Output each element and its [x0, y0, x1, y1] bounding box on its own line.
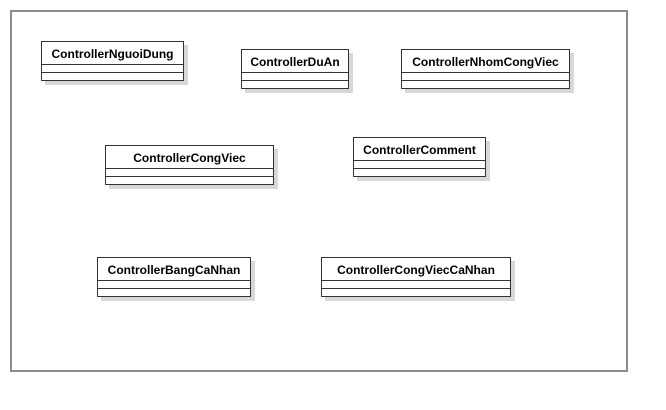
class-name: ControllerBangCaNhan: [98, 258, 250, 281]
class-controller-nhom-cong-viec[interactable]: ControllerNhomCongViec: [401, 49, 570, 89]
class-attributes-section: [402, 73, 569, 81]
class-name: ControllerComment: [354, 138, 485, 161]
class-methods-section: [98, 289, 250, 296]
class-name: ControllerNhomCongViec: [402, 50, 569, 73]
class-name: ControllerCongViec: [106, 146, 273, 169]
class-attributes-section: [242, 73, 348, 81]
class-controller-cong-viec-ca-nhan[interactable]: ControllerCongViecCaNhan: [321, 257, 511, 297]
class-methods-section: [354, 169, 485, 176]
class-attributes-section: [354, 161, 485, 169]
class-controller-nguoi-dung[interactable]: ControllerNguoiDung: [41, 41, 184, 81]
class-attributes-section: [106, 169, 273, 177]
class-name: ControllerDuAn: [242, 50, 348, 73]
class-name: ControllerCongViecCaNhan: [322, 258, 510, 281]
class-attributes-section: [322, 281, 510, 289]
class-attributes-section: [98, 281, 250, 289]
class-controller-comment[interactable]: ControllerComment: [353, 137, 486, 177]
class-methods-section: [402, 81, 569, 88]
class-attributes-section: [42, 65, 183, 73]
class-controller-cong-viec[interactable]: ControllerCongViec: [105, 145, 274, 185]
class-methods-section: [322, 289, 510, 296]
class-name: ControllerNguoiDung: [42, 42, 183, 65]
class-methods-section: [242, 81, 348, 88]
class-methods-section: [42, 73, 183, 80]
class-controller-du-an[interactable]: ControllerDuAn: [241, 49, 349, 89]
class-methods-section: [106, 177, 273, 184]
class-controller-bang-ca-nhan[interactable]: ControllerBangCaNhan: [97, 257, 251, 297]
